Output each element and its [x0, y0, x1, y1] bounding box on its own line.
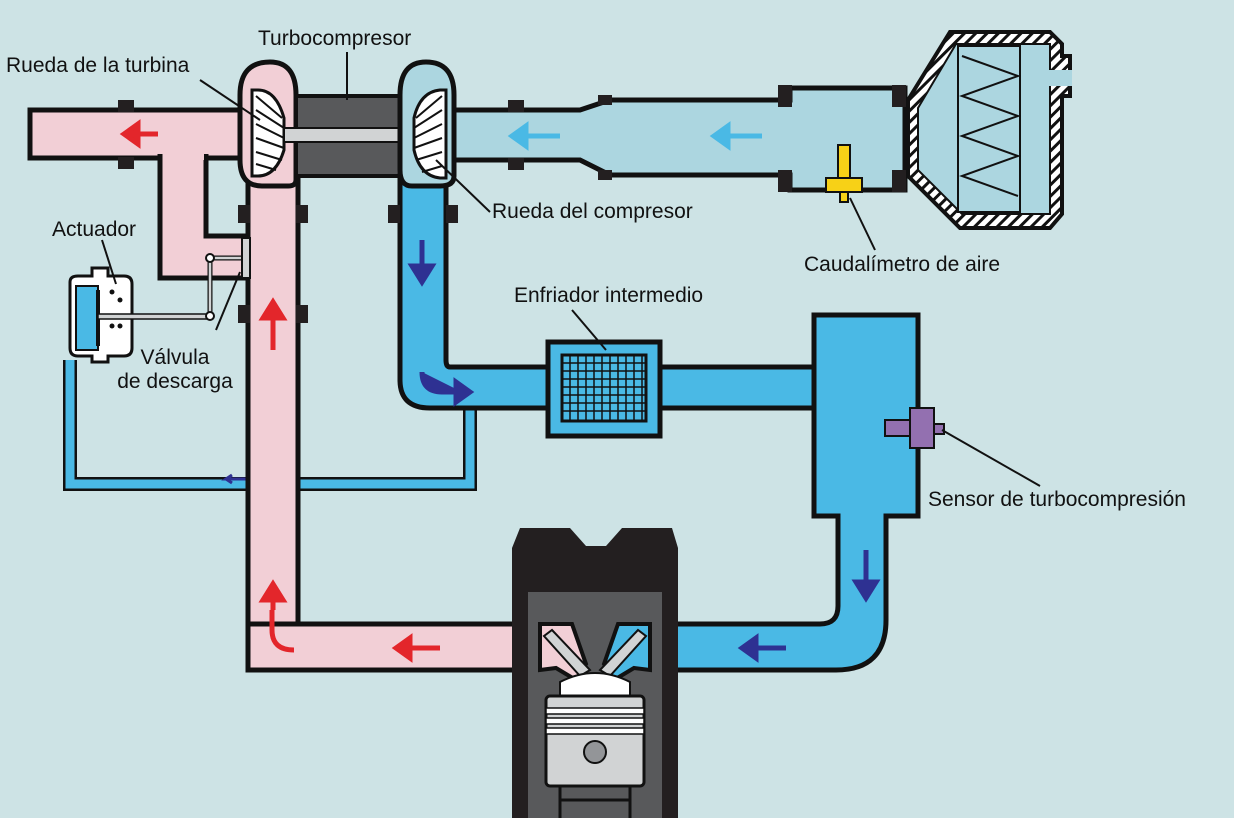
intake-plenum [637, 312, 921, 673]
intake-arrow-1 [507, 121, 560, 151]
intake-system [447, 30, 1072, 230]
leader-caudalimetro [849, 197, 876, 251]
boost-system [388, 59, 921, 673]
exhaust-arrow-up-1 [258, 297, 288, 350]
label-rueda-compresor: Rueda del compresor [492, 200, 693, 223]
label-actuador: Actuador [52, 218, 137, 241]
piston [544, 694, 646, 818]
intake-flow-arrows [507, 121, 762, 151]
label-rueda-turbina: Rueda de la turbina [6, 54, 190, 77]
leader-actuador [101, 239, 117, 285]
leader-valvula [215, 271, 241, 331]
turbo-center-housing [283, 94, 413, 178]
exhaust-arrow-out [119, 119, 158, 149]
signal-arrow [221, 473, 250, 485]
wastegate-valve [205, 237, 251, 321]
wastegate-actuator [68, 266, 211, 364]
label-caudalimetro: Caudalímetro de aire [804, 253, 1001, 276]
air-filter-element [957, 45, 1021, 213]
airflow-meter-sensor [825, 144, 863, 203]
leader-sensor [941, 429, 1041, 487]
engine-cylinder [512, 528, 678, 818]
exhaust-flow-arrows [119, 119, 440, 663]
cylinder-head [512, 528, 678, 580]
intercooler [545, 339, 663, 439]
leader-rueda-compresor [435, 159, 491, 213]
label-sensor: Sensor de turbocompresión [928, 488, 1186, 511]
intercooler-outlet-pipe [652, 364, 824, 411]
leader-lines [101, 52, 1041, 487]
boost-arrow-down-1 [407, 240, 437, 287]
exhaust-arrow-up-2 [258, 579, 288, 610]
turbine-wheel [250, 88, 286, 178]
label-valvula-line2: de descarga [117, 370, 233, 393]
boost-arrow-down-2 [851, 550, 881, 603]
boost-arrow-corner [419, 371, 475, 407]
boost-arrow-left [737, 633, 786, 663]
leader-rueda-turbina [199, 79, 261, 121]
label-valvula-descarga: Válvula de descarga [104, 346, 246, 394]
label-turbocompresor: Turbocompresor [258, 27, 412, 50]
label-valvula-line1: Válvula [140, 346, 210, 369]
boost-pressure-sensor [884, 407, 945, 449]
leader-enfriador [571, 309, 607, 351]
intake-arrow-2 [709, 121, 762, 151]
boost-flow-arrows [407, 240, 881, 663]
label-enfriador: Enfriador intermedio [514, 284, 704, 307]
exhaust-arrow-corner [269, 610, 295, 653]
exhaust-arrow-left [391, 633, 440, 663]
turbo-shaft [283, 127, 413, 143]
